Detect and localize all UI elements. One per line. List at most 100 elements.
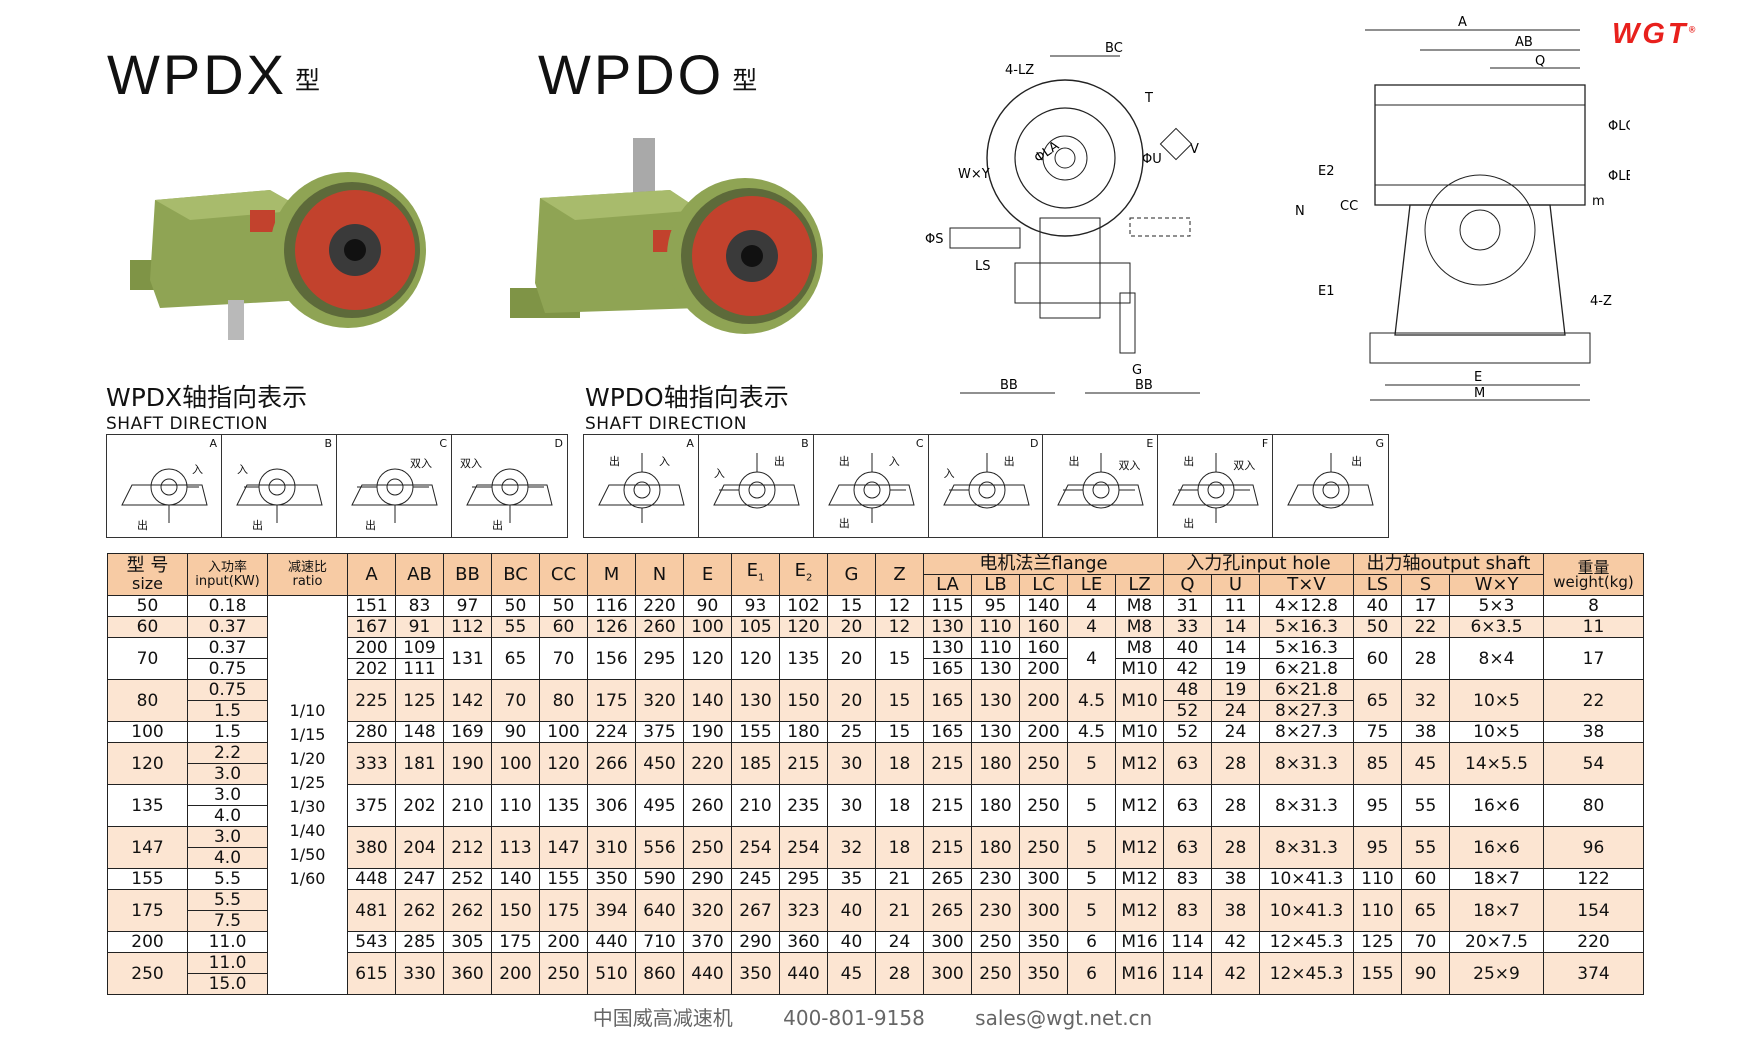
table-cell: 450	[635, 742, 684, 785]
table-cell: 510	[587, 952, 636, 995]
table-cell: 262	[395, 889, 444, 932]
wpdx-shaft-direction-title: WPDX轴指向表示 SHAFT DIRECTION	[106, 383, 308, 434]
table-cell: 5.5	[187, 868, 268, 890]
table-cell: 110	[971, 637, 1020, 659]
table-cell: 6	[1067, 952, 1116, 995]
table-cell: 140	[683, 679, 732, 722]
table-cell: 175	[107, 889, 188, 932]
table-cell: 265	[923, 868, 972, 890]
table-cell: 300	[923, 931, 972, 953]
table-cell: 5.5	[187, 889, 268, 911]
direction-diagram-icon	[466, 468, 553, 523]
direction-diagram-icon	[1057, 453, 1145, 509]
subcol-8: LS	[1353, 574, 1402, 596]
table-cell: 4×12.8	[1259, 595, 1354, 617]
table-cell: 210	[731, 784, 780, 827]
table-cell: 22	[1543, 679, 1644, 722]
table-cell: 350	[731, 952, 780, 995]
svg-text:E1: E1	[1318, 284, 1335, 299]
table-cell: 290	[683, 868, 732, 890]
table-cell: 320	[683, 889, 732, 932]
table-cell: 83	[395, 595, 444, 617]
svg-text:BB: BB	[1135, 378, 1153, 393]
table-cell: 95	[1353, 826, 1402, 869]
table-cell: 200	[1019, 658, 1068, 680]
wpdo-direction-f: F 出 双入 出	[1158, 435, 1274, 537]
table-cell: 0.18	[187, 595, 268, 617]
svg-text:N: N	[1295, 204, 1305, 219]
table-cell: 130	[923, 616, 972, 638]
table-cell: 3.0	[187, 784, 268, 806]
table-cell: 113	[491, 826, 540, 869]
table-cell: 556	[635, 826, 684, 869]
table-cell: 860	[635, 952, 684, 995]
table-cell: 375	[635, 721, 684, 743]
table-cell: 8×4	[1449, 637, 1544, 680]
table-cell: 250	[1019, 742, 1068, 785]
table-cell: 131	[443, 637, 492, 680]
table-cell: 3.0	[187, 826, 268, 848]
table-cell: 165	[923, 679, 972, 722]
table-cell: 6×21.8	[1259, 679, 1354, 701]
table-cell: 25	[827, 721, 876, 743]
table-cell: 93	[731, 595, 780, 617]
col-bb: BB	[443, 553, 492, 596]
table-cell: 440	[587, 931, 636, 953]
table-cell: 215	[779, 742, 828, 785]
table-cell: 90	[1401, 952, 1450, 995]
table-cell: 254	[779, 826, 828, 869]
svg-text:V: V	[1190, 142, 1199, 157]
table-cell: 300	[1019, 889, 1068, 932]
table-cell: 11.0	[187, 931, 268, 953]
table-cell: M10	[1115, 721, 1164, 743]
table-cell: 20×7.5	[1449, 931, 1544, 953]
table-cell: 440	[683, 952, 732, 995]
table-cell: 5	[1067, 868, 1116, 890]
svg-text:4-Z: 4-Z	[1590, 294, 1612, 309]
wpdo-direction-g: G 出	[1273, 435, 1388, 537]
table-cell: M12	[1115, 742, 1164, 785]
table-cell: 130	[731, 679, 780, 722]
table-cell: 155	[1353, 952, 1402, 995]
table-cell: 180	[971, 784, 1020, 827]
table-cell: 440	[779, 952, 828, 995]
wpdx-shaft-direction-row: A 入 出 B 入 出 C 双入 出 D 双入 出	[106, 434, 568, 538]
svg-text:A: A	[1458, 15, 1467, 30]
svg-text:M: M	[1474, 386, 1485, 401]
table-cell: 250	[971, 931, 1020, 953]
svg-text:ΦLC: ΦLC	[1608, 119, 1630, 134]
wpdo-shaft-direction-row: A 出 入 B 入 出 C 出 入 出 D 入 出 E 出 双入	[583, 434, 1389, 538]
subcol-2: LC	[1019, 574, 1068, 596]
table-cell: 160	[1019, 616, 1068, 638]
table-cell: 224	[587, 721, 636, 743]
table-cell: 31	[1163, 595, 1212, 617]
table-cell: 230	[971, 889, 1020, 932]
table-cell: 63	[1163, 826, 1212, 869]
table-cell: 32	[827, 826, 876, 869]
table-cell: 120	[539, 742, 588, 785]
table-cell: 28	[1211, 826, 1260, 869]
table-cell: 265	[923, 889, 972, 932]
table-cell: 35	[827, 868, 876, 890]
table-cell: 135	[779, 637, 828, 680]
table-cell: 151	[347, 595, 396, 617]
table-cell: 120	[107, 742, 188, 785]
table-cell: 220	[1543, 931, 1644, 953]
table-cell: 4	[1067, 637, 1116, 680]
table-cell: 130	[971, 658, 1020, 680]
subcol-10: W×Y	[1449, 574, 1544, 596]
table-cell: 247	[395, 868, 444, 890]
wpdo-direction-c: C 出 入 出	[814, 435, 929, 537]
footer-phone: 400-801-9158	[783, 1006, 925, 1030]
wpdo-direction-e: E 出 双入	[1043, 435, 1159, 537]
wpdx-gearbox-image	[130, 172, 426, 340]
table-cell: 5	[1067, 826, 1116, 869]
table-cell: 10×41.3	[1259, 868, 1354, 890]
table-cell: 220	[635, 595, 684, 617]
